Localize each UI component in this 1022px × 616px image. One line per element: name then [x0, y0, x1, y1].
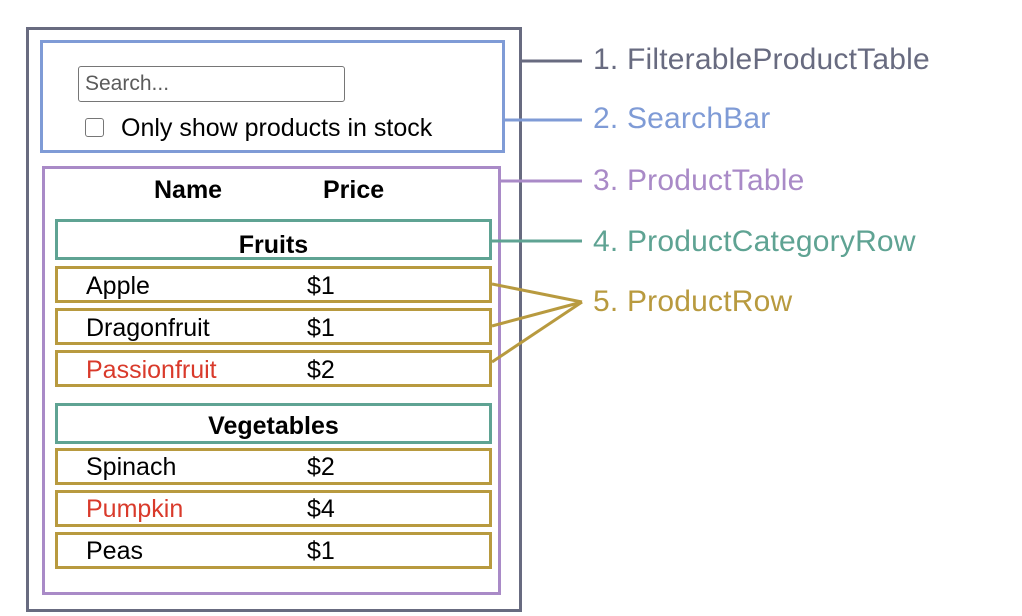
product-price: $4	[307, 495, 335, 523]
callout-product-row: 5. ProductRow	[593, 285, 793, 318]
category-title: Fruits	[238, 231, 309, 259]
connector-product-row-3	[491, 300, 583, 364]
callout-filterable-product-table: 1. FilterableProductTable	[593, 43, 930, 76]
in-stock-checkbox[interactable]	[85, 118, 104, 137]
product-name: Spinach	[86, 453, 177, 481]
connector-product-row-1	[491, 282, 583, 304]
callout-search-bar: 2. SearchBar	[593, 102, 771, 135]
product-row-box	[55, 490, 492, 527]
product-price: $1	[307, 314, 335, 342]
product-row-box	[55, 532, 492, 569]
table-header-name: Name	[154, 176, 223, 204]
product-name: Dragonfruit	[86, 314, 210, 342]
in-stock-label: Only show products in stock	[121, 114, 433, 142]
product-price: $1	[307, 272, 335, 300]
category-title: Vegetables	[208, 412, 339, 440]
product-row-box	[55, 350, 492, 387]
callout-product-table: 3. ProductTable	[593, 164, 805, 197]
callout-product-category-row: 4. ProductCategoryRow	[593, 225, 916, 258]
category-row-box-vegetables	[55, 403, 492, 444]
connector-product-row-2	[491, 300, 583, 328]
product-row-box	[55, 266, 492, 303]
table-header-price: Price	[323, 176, 385, 204]
product-price: $2	[307, 453, 335, 481]
category-row-box-fruits	[55, 219, 492, 260]
search-bar-box	[40, 40, 505, 153]
product-price: $1	[307, 537, 335, 565]
product-row-box	[55, 308, 492, 345]
product-table-box	[42, 166, 501, 595]
product-price: $2	[307, 356, 335, 384]
product-name-out-of-stock: Pumpkin	[86, 495, 184, 523]
search-input[interactable]	[78, 66, 345, 102]
product-name: Peas	[86, 537, 143, 565]
product-name-out-of-stock: Passionfruit	[86, 356, 217, 384]
product-row-box	[55, 448, 492, 485]
product-name: Apple	[86, 272, 150, 300]
